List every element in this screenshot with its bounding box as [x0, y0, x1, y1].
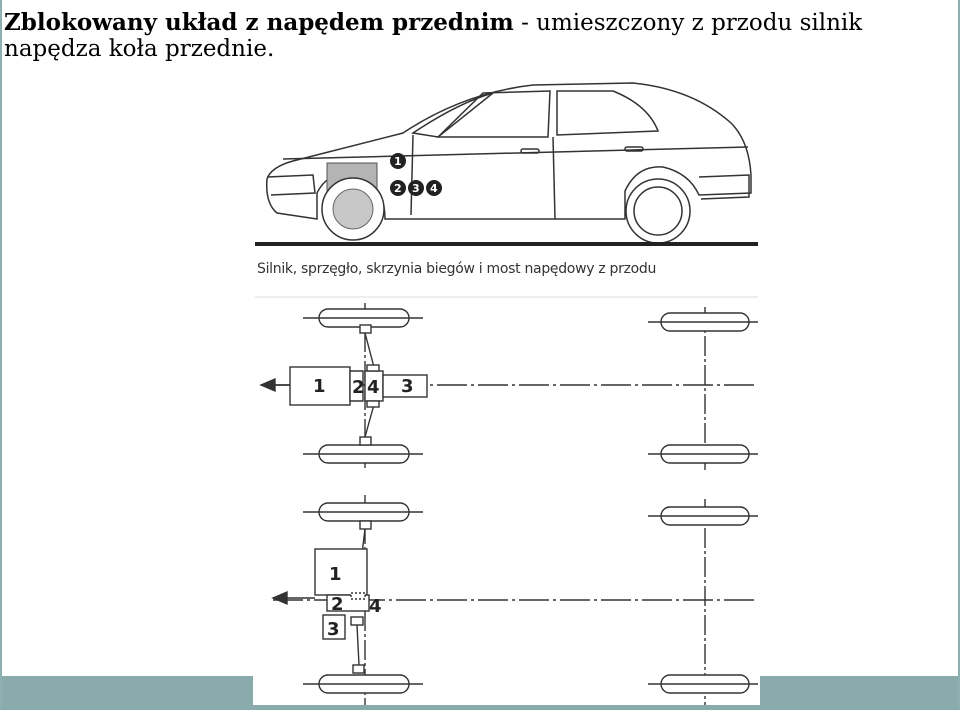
drivetrain-figure: 1 2 3 4 — [253, 75, 760, 705]
top-label-4: 4 — [367, 377, 380, 398]
car-markers: 1 2 3 4 — [390, 153, 442, 196]
layout-transverse — [271, 495, 758, 705]
bottom-label-2: 2 — [331, 594, 344, 615]
top-label-2: 2 — [352, 377, 365, 398]
title-rest: - umieszczony z przodu silnik napędza ko… — [4, 10, 863, 62]
marker-3: 3 — [412, 182, 420, 195]
marker-2: 2 — [394, 182, 402, 195]
layout-longitudinal — [259, 303, 758, 470]
bottom-label-4: 4 — [369, 596, 382, 617]
bottom-label-3: 3 — [327, 619, 340, 640]
figure-caption: Silnik, sprzęgło, skrzynia biegów i most… — [257, 261, 657, 277]
marker-4: 4 — [430, 182, 438, 195]
top-label-3: 3 — [401, 376, 414, 397]
marker-1: 1 — [394, 155, 402, 168]
bottom-label-1: 1 — [329, 564, 342, 585]
title-bold: Zblokowany układ z napędem przednim — [4, 9, 514, 36]
slide-title: Zblokowany układ z napędem przednim - um… — [4, 9, 954, 63]
top-label-1: 1 — [313, 376, 326, 397]
front-wheel-hub — [332, 188, 374, 230]
drivetrain-illustration: 1 2 3 4 — [255, 82, 758, 705]
